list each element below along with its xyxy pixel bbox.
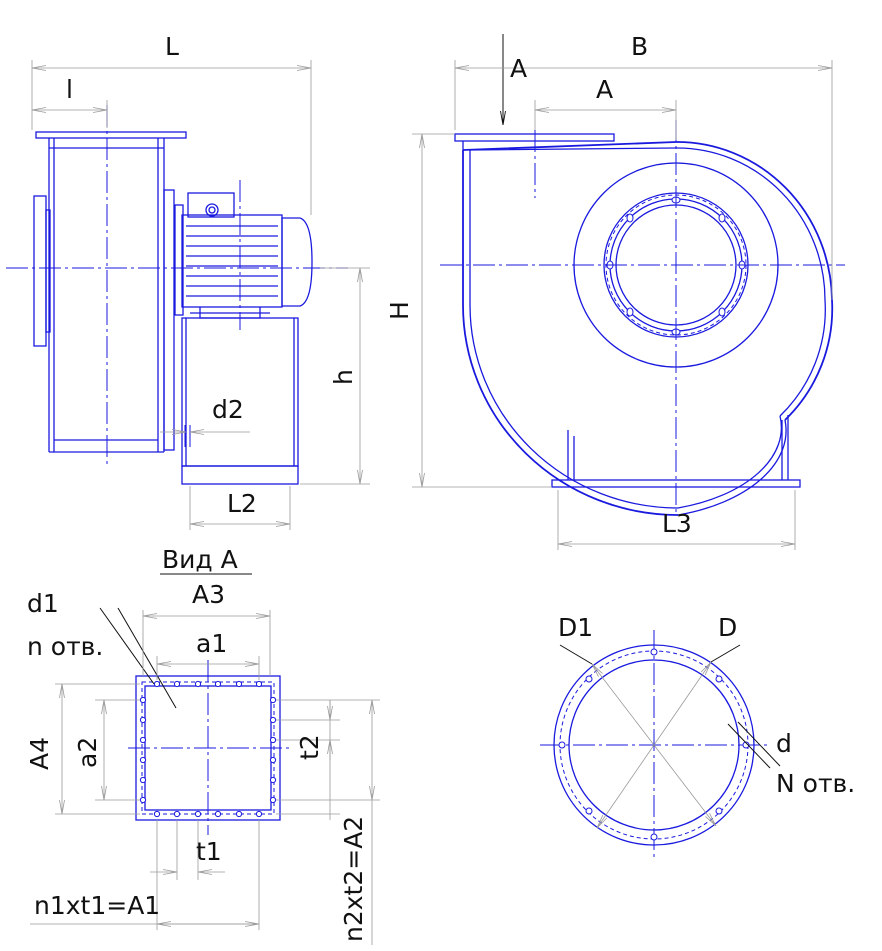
callout-N-holes: N отв. [776, 769, 855, 798]
dim-label-h: h [329, 369, 358, 385]
dim-label-H: H [385, 301, 414, 320]
front-view: B A A H L3 [385, 32, 845, 550]
dim-label-B: B [631, 32, 648, 61]
view-arrow-label-A: A [510, 54, 527, 83]
dim-label-a2: a2 [73, 737, 102, 768]
dim-label-L3: L3 [662, 509, 692, 538]
dim-label-t2: t2 [295, 734, 324, 760]
view-title: Вид A [162, 545, 238, 574]
side-view: L l h d2 L2 [6, 32, 370, 530]
dim-label-a1: a1 [196, 629, 227, 658]
dim-label-L: L [165, 32, 179, 61]
dim-label-A4: A4 [25, 737, 54, 770]
dim-label-D1: D1 [558, 613, 593, 642]
dim-label-n1t1: n1xt1=A1 [34, 891, 160, 920]
callout-d1: d1 [27, 589, 59, 618]
dim-label-l: l [66, 75, 73, 104]
callout-n-holes: n отв. [27, 632, 103, 661]
dim-label-L2: L2 [227, 489, 257, 518]
callout-d: d [776, 729, 792, 758]
flange-bolt-holes [139, 680, 277, 818]
inlet-flange-holes [558, 648, 750, 841]
dim-label-A: A [596, 75, 613, 104]
dim-label-D: D [718, 613, 737, 642]
dim-label-A3: A3 [192, 580, 225, 609]
dim-label-t1: t1 [196, 837, 222, 866]
inlet-flange-view: D1 D d N отв. [540, 613, 855, 860]
dim-label-n2t2: n2xt2=A2 [339, 816, 368, 942]
dim-label-d2: d2 [212, 395, 244, 424]
view-a-outlet-flange: Вид A [25, 545, 380, 945]
